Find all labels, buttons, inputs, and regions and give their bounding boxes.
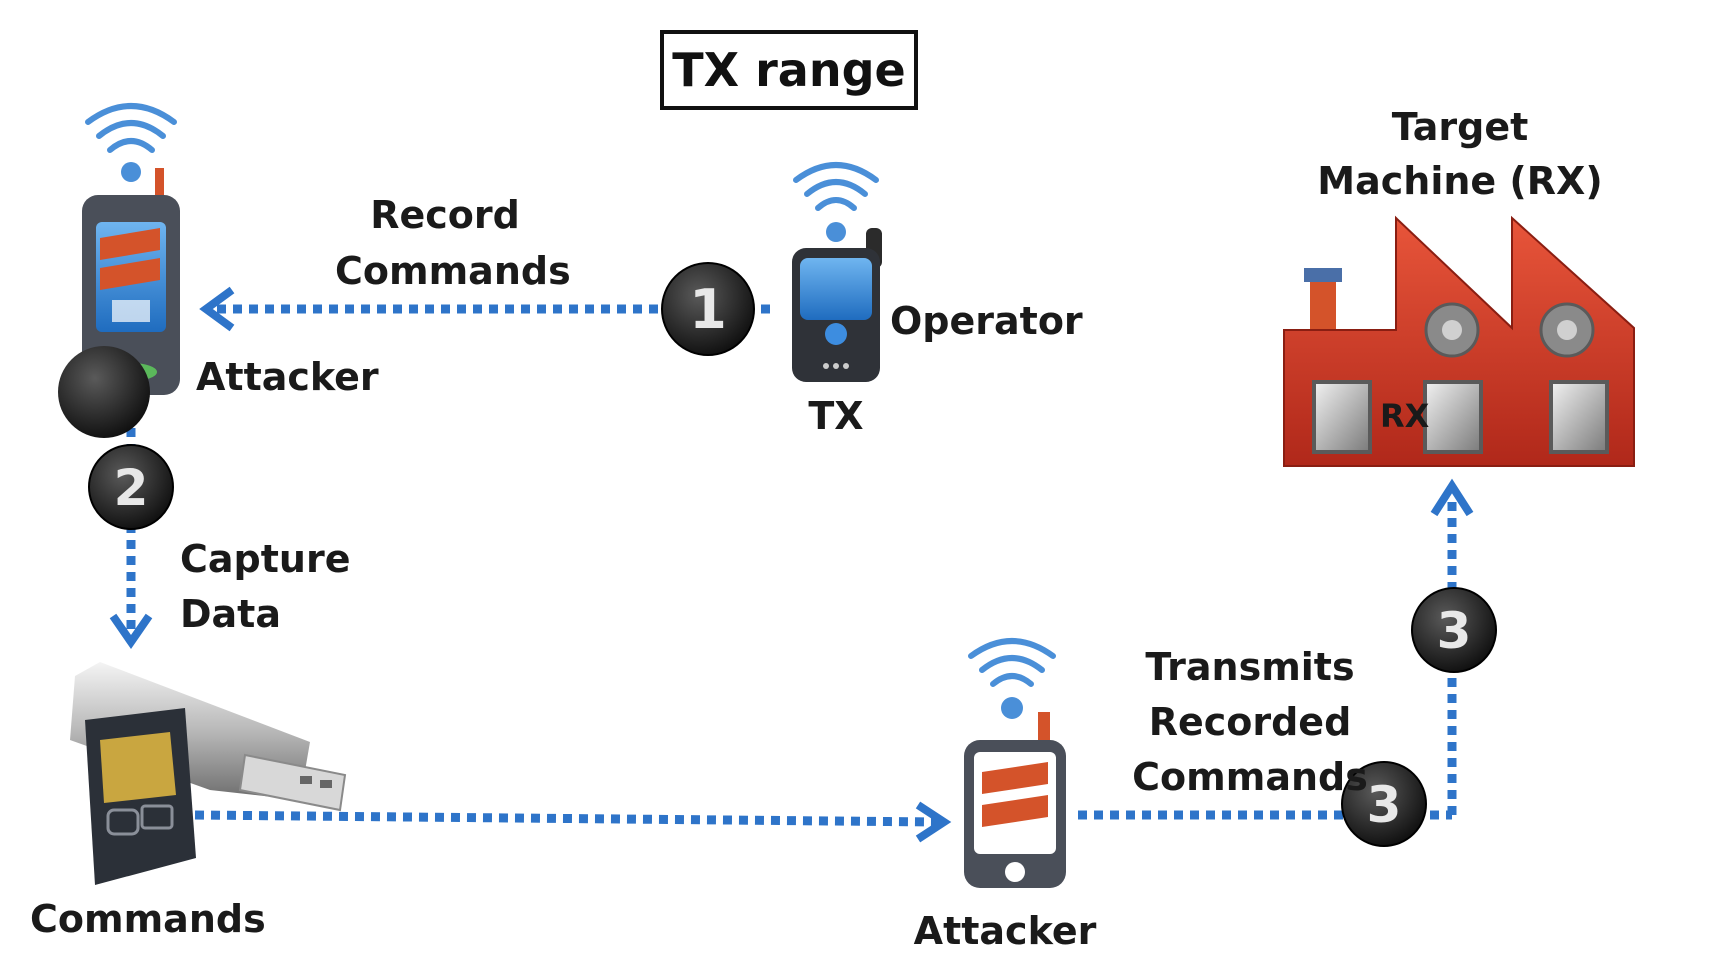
step-2-badge: 2 bbox=[88, 444, 174, 530]
step-1-label-line2: Commands bbox=[335, 249, 571, 293]
target-title-line2: Machine (RX) bbox=[1317, 159, 1603, 203]
arrow-capture-data bbox=[109, 380, 153, 650]
attacker-phone-bottom-icon bbox=[964, 638, 1066, 888]
step-2-label-line2: Data bbox=[180, 592, 281, 636]
wifi-icon bbox=[968, 638, 1056, 687]
step-3-number-right: 3 bbox=[1437, 602, 1472, 660]
step-3-label-line1: Transmits bbox=[1145, 645, 1355, 689]
step-2-number: 2 bbox=[114, 459, 149, 517]
target-title-line1: Target bbox=[1391, 105, 1529, 149]
step-badge-ghost bbox=[58, 346, 150, 438]
step-1-label-line1: Record bbox=[370, 193, 520, 237]
tx-range-box: TX range bbox=[660, 30, 918, 110]
tx-label: TX bbox=[808, 394, 864, 438]
step-1-badge: 1 bbox=[661, 262, 755, 356]
operator-label: Operator bbox=[890, 299, 1083, 343]
factory-icon bbox=[1283, 215, 1635, 467]
usb-storage-icon bbox=[70, 662, 347, 885]
commands-storage-label: Commands bbox=[30, 897, 266, 941]
step-3-number-bottom: 3 bbox=[1367, 776, 1402, 834]
attacker-bottom-label: Attacker bbox=[913, 909, 1097, 953]
step-3-badge-right: 3 bbox=[1411, 587, 1497, 673]
step-3-label-line3: Commands bbox=[1132, 755, 1368, 799]
attacker-top-label: Attacker bbox=[196, 355, 379, 399]
rx-label: RX bbox=[1380, 397, 1430, 435]
step-1-number: 1 bbox=[689, 278, 727, 341]
attacker-phone-top-icon bbox=[82, 103, 180, 395]
tx-range-label: TX range bbox=[672, 43, 906, 97]
step-2-label-line1: Capture bbox=[180, 537, 351, 581]
step-3-badge-bottom: 3 bbox=[1341, 761, 1427, 847]
wifi-icon bbox=[793, 162, 879, 211]
arrow-to-attacker bbox=[194, 801, 952, 843]
operator-phone-icon bbox=[792, 162, 882, 382]
arrow-record-commands bbox=[199, 286, 770, 332]
step-3-label-line2: Recorded bbox=[1148, 700, 1352, 744]
wifi-icon bbox=[85, 103, 177, 153]
